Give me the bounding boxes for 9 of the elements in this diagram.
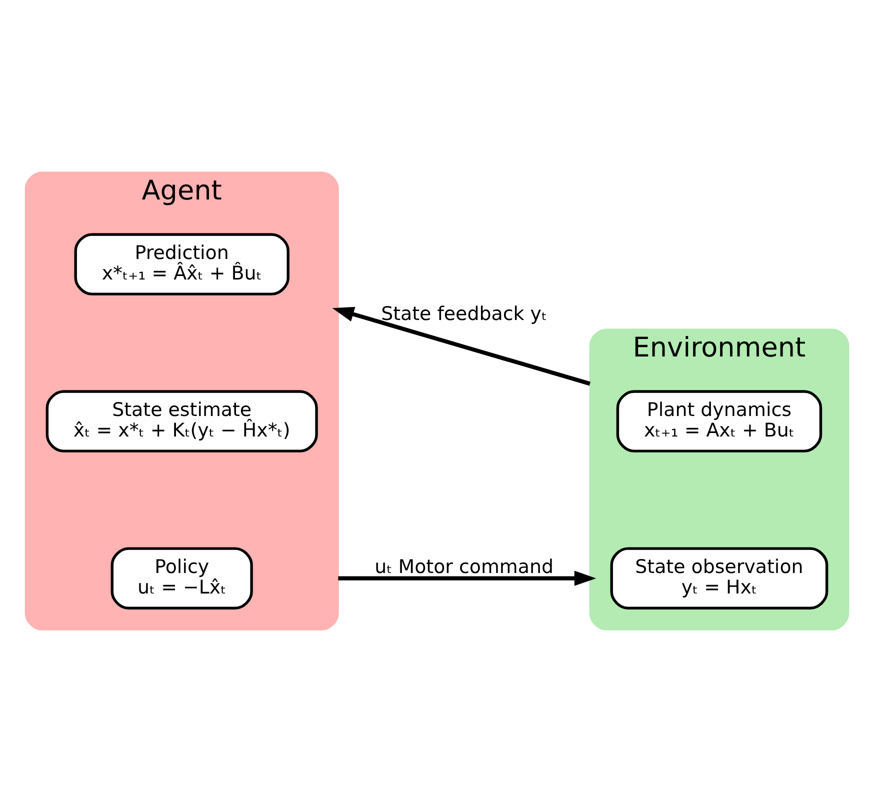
arrow — [332, 306, 590, 386]
edge-label: State feedback yₜ — [380, 302, 547, 325]
edge-label: uₜ Motor command — [374, 556, 554, 578]
arrow — [338, 570, 596, 586]
node-box: State estimate x̂ₜ = x*ₜ + Kₜ(yₜ − Ĥx*ₜ) — [45, 390, 318, 452]
node-box: Policy uₜ = −Lx̂ₜ — [110, 546, 252, 609]
node-box: Prediction x*ₜ₊₁ = Âx̂ₜ + B̂uₜ — [74, 232, 289, 295]
node-box: State observation yₜ = Hxₜ — [610, 546, 828, 609]
node-box: Plant dynamics xₜ₊₁ = Axₜ + Buₜ — [616, 390, 822, 452]
